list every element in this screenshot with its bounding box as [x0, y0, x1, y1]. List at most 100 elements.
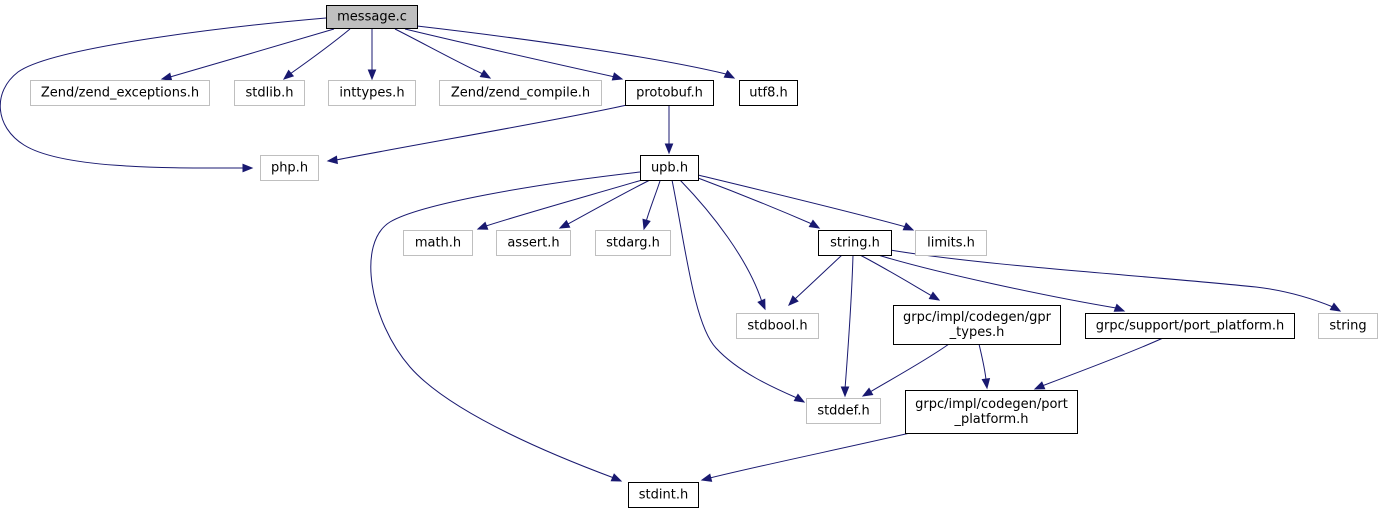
edge-message-c-to-stdlib: [282, 28, 351, 80]
edge-upb-to-assert: [558, 179, 651, 229]
node-label: inttypes.h: [339, 86, 404, 101]
edge-line: [697, 174, 907, 228]
edge-line: [1041, 337, 1164, 387]
node-stddef: stddef.h: [806, 398, 881, 424]
arrowhead-icon: [367, 69, 377, 81]
node-string-h[interactable]: string.h: [818, 230, 892, 256]
edge-message-c-to-zend-compile: [394, 28, 492, 79]
edge-string-h-to-stddef: [840, 254, 854, 398]
arrowhead-icon: [723, 69, 736, 79]
node-box: [1318, 313, 1378, 339]
edge-upb-to-stddef: [671, 179, 806, 403]
edge-codegen-pp-to-stdint: [700, 432, 911, 482]
edge-line: [671, 179, 798, 399]
node-box: [625, 80, 714, 106]
node-box: [595, 230, 671, 256]
node-box: [260, 155, 319, 181]
node-message-c[interactable]: message.c: [326, 5, 418, 29]
node-grpc-support-pp[interactable]: grpc/support/port_platform.h: [1085, 313, 1295, 339]
arrowhead-icon: [476, 221, 489, 230]
node-box: [30, 80, 210, 106]
edge-upb-to-limits: [697, 174, 915, 231]
edge-message-c-to-protobuf: [404, 28, 624, 81]
node-box: [905, 390, 1078, 434]
arrowhead-icon: [757, 298, 766, 311]
edge-line: [697, 177, 813, 225]
arrowhead-icon: [282, 69, 295, 80]
arrowhead-icon: [160, 72, 173, 81]
edge-line: [794, 254, 843, 300]
node-box: [640, 155, 699, 181]
arrowhead-icon: [793, 393, 806, 403]
node-label: grpc/impl/codegen/port: [915, 397, 1068, 412]
edge-line: [869, 343, 950, 393]
edge-upb-to-stdarg: [642, 180, 661, 231]
edge-line: [169, 28, 335, 78]
node-label: string.h: [830, 236, 880, 251]
edge-upb-to-string-h: [697, 177, 821, 229]
node-stdbool: stdbool.h: [736, 313, 819, 339]
node-label: grpc/support/port_platform.h: [1096, 319, 1284, 334]
edge-line: [416, 25, 727, 75]
edge-line: [394, 28, 484, 75]
edge-line: [289, 28, 351, 75]
arrowhead-icon: [981, 378, 991, 390]
node-label: assert.h: [507, 236, 559, 251]
node-label: php.h: [271, 161, 308, 176]
edge-line: [370, 171, 641, 479]
edge-string-h-to-grpc-support-pp: [877, 254, 1126, 312]
node-zend-compile: Zend/zend_compile.h: [439, 80, 602, 106]
node-stdint[interactable]: stdint.h: [628, 482, 699, 508]
edge-line: [335, 104, 628, 161]
node-box: [736, 313, 819, 339]
edge-upb-to-stdint: [370, 171, 641, 482]
node-label: utf8.h: [749, 86, 788, 101]
node-codegen-pp[interactable]: grpc/impl/codegen/port_platform.h: [905, 390, 1078, 434]
arrowhead-icon: [808, 219, 821, 229]
node-box: [326, 5, 418, 29]
arrowhead-icon: [1113, 303, 1126, 312]
node-php: php.h: [260, 155, 319, 181]
edge-line: [485, 179, 643, 227]
node-box: [893, 305, 1061, 345]
edge-line: [679, 179, 763, 303]
node-gpr-types[interactable]: grpc/impl/codegen/gpr_types.h: [893, 305, 1061, 345]
edge-upb-to-math: [476, 179, 643, 230]
edge-string-h-to-string-cpp: [889, 249, 1342, 312]
node-label: message.c: [337, 10, 407, 25]
node-box: [739, 80, 798, 106]
arrowhead-icon: [558, 219, 571, 229]
edge-string-h-to-stdbool: [788, 254, 843, 306]
node-box: [1085, 313, 1295, 339]
edge-gpr-types-to-codegen-pp: [978, 343, 991, 390]
arrowhead-icon: [1033, 381, 1046, 390]
arrowhead-icon: [611, 72, 624, 81]
arrowhead-icon: [664, 143, 674, 155]
edge-line: [877, 254, 1117, 309]
edge-upb-to-stdbool: [679, 179, 766, 311]
node-box: [496, 230, 571, 256]
node-upb[interactable]: upb.h: [640, 155, 699, 181]
arrowhead-icon: [1329, 302, 1342, 312]
arrowhead-icon: [642, 218, 651, 231]
edge-line: [844, 254, 854, 390]
edge-gpr-types-to-stddef: [861, 343, 950, 397]
node-label: _types.h: [949, 325, 1005, 340]
edge-line: [404, 28, 616, 78]
edge-line: [859, 254, 933, 297]
edge-line: [645, 180, 661, 223]
node-label: _platform.h: [953, 412, 1028, 427]
edge-message-c-to-zend-exceptions: [160, 28, 335, 81]
arrowhead-icon: [479, 69, 492, 79]
edge-string-h-to-gpr-types: [859, 254, 941, 301]
edge-line: [709, 432, 911, 479]
arrowhead-icon: [788, 295, 799, 306]
arrowhead-icon: [700, 473, 713, 482]
node-zend-exceptions: Zend/zend_exceptions.h: [30, 80, 210, 106]
node-inttypes: inttypes.h: [328, 80, 416, 106]
node-utf8[interactable]: utf8.h: [739, 80, 798, 106]
node-label: math.h: [415, 236, 461, 251]
node-box: [439, 80, 602, 106]
node-protobuf[interactable]: protobuf.h: [625, 80, 714, 106]
